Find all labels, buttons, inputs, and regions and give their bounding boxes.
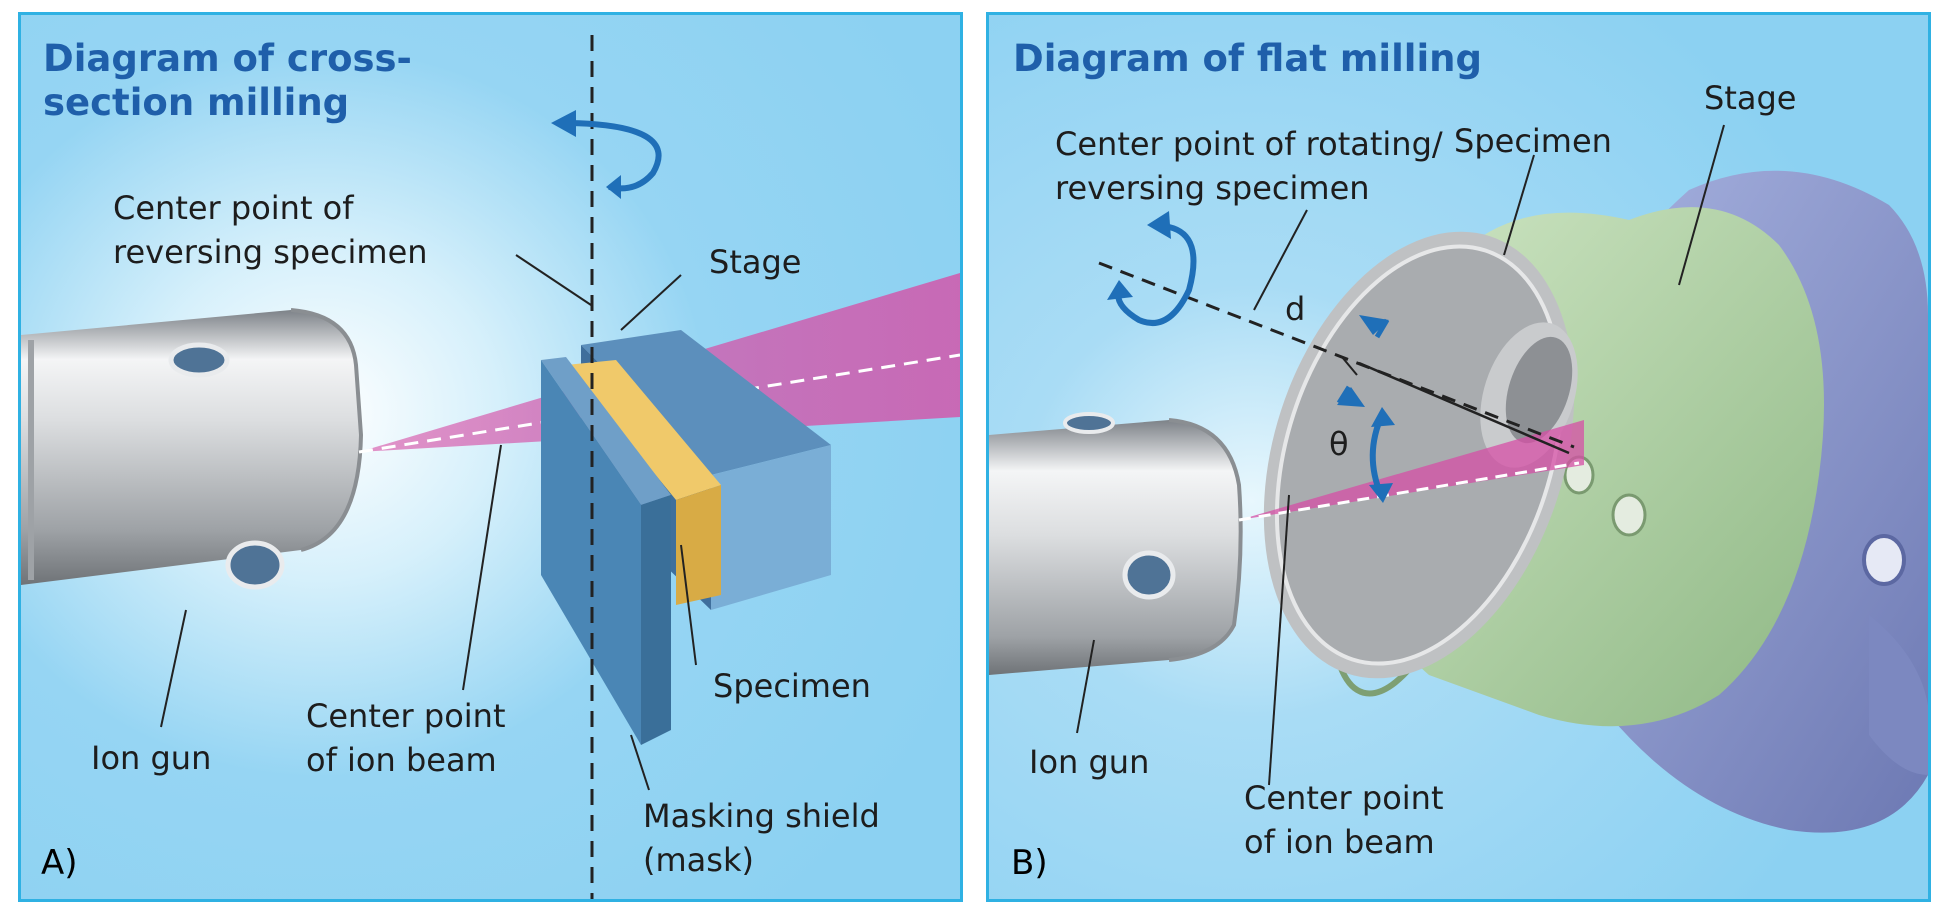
leader-lines-b: [1076, 124, 1725, 786]
gun-hole-icon: [225, 540, 285, 590]
label-center-beam-line2-b: of ion beam: [1244, 823, 1435, 861]
panel-cross-section: Diagram of cross- section milling Center…: [18, 12, 963, 902]
label-center-rotating-line1: Center point of rotating/: [1055, 125, 1443, 163]
ion-gun-b: [989, 412, 1243, 675]
panel-letter-a: A): [41, 843, 78, 883]
label-center-beam-line1-a: Center point: [306, 697, 506, 735]
geometry-lines-b: [1098, 261, 1575, 503]
ion-gun-a: [21, 308, 364, 590]
panel-a-title-line1: Diagram of cross-: [43, 37, 412, 80]
ion-beam-b: [1238, 420, 1584, 522]
panel-flat-milling: Diagram of flat milling Center point of …: [986, 12, 1931, 902]
label-specimen-b: Specimen: [1454, 122, 1612, 160]
gun-hole-icon: [1122, 550, 1176, 600]
gun-hole-icon: [168, 342, 230, 378]
panel-b-title: Diagram of flat milling: [1013, 37, 1482, 80]
label-center-beam-line1-b: Center point: [1244, 779, 1444, 817]
panel-letter-b: B): [1011, 843, 1048, 883]
label-stage-b: Stage: [1704, 79, 1797, 117]
label-center-beam-line2-a: of ion beam: [306, 741, 497, 779]
cross-section-illustration: [21, 15, 960, 899]
rotation-arrow-icon: [551, 110, 662, 199]
leader-lines-a: [160, 254, 697, 791]
label-mask-line2: (mask): [643, 841, 754, 879]
masking-shield-a: [541, 357, 671, 745]
stage-hole-icon: [1611, 493, 1647, 537]
label-specimen-a: Specimen: [713, 667, 871, 705]
label-ion-gun-b: Ion gun: [1029, 743, 1150, 781]
label-angle-theta: θ: [1329, 425, 1349, 463]
panel-a-title-line2: section milling: [43, 81, 350, 124]
specimen-disc-b: [1263, 231, 1578, 679]
label-stage-a: Stage: [709, 243, 802, 281]
label-center-reversing-line2: reversing specimen: [113, 233, 428, 271]
label-distance-d: d: [1285, 290, 1306, 328]
gun-hole-icon: [1063, 412, 1115, 434]
label-ion-gun-a: Ion gun: [91, 739, 212, 777]
label-mask-line1: Masking shield: [643, 797, 880, 835]
rotation-arrow-icon: [1107, 211, 1197, 326]
specimen-a: [566, 360, 721, 605]
stage-hole-icon: [1862, 534, 1906, 586]
flat-milling-illustration: [989, 15, 1928, 899]
label-center-reversing-line1: Center point of: [113, 189, 354, 227]
label-center-rotating-line2: reversing specimen: [1055, 169, 1370, 207]
